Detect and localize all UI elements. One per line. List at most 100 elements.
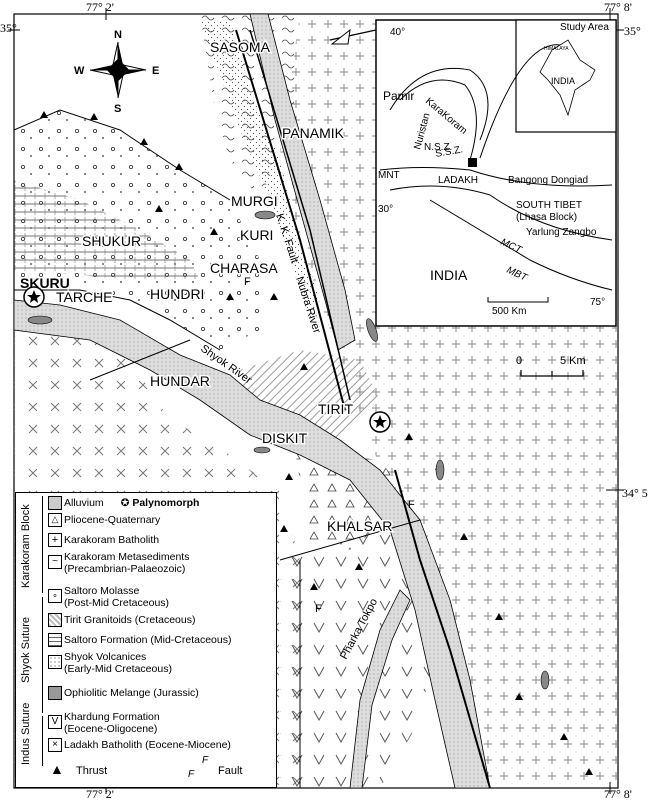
kk-fault-line	[235, 29, 346, 411]
legend-bracket	[42, 597, 43, 713]
thrust-marker	[210, 228, 218, 235]
map-scale-bar: 0 5 Km	[516, 355, 586, 377]
thrust-marker	[495, 613, 503, 620]
shyok-volcanics-unit	[200, 20, 320, 320]
thrust-marker	[175, 163, 183, 170]
place-hundri: HUNDRI	[150, 286, 204, 302]
inset-pamir-arc	[389, 67, 489, 141]
legend-swatch-saltoro-molasse: ∘	[48, 589, 62, 603]
legend-item-tirit: Tirit Granitoids (Cretaceous)	[64, 614, 196, 626]
palynomorph-symbol-skuru	[23, 286, 45, 308]
legend-swatch-saltoro-formation	[48, 633, 62, 647]
legend-fault-icon-2: F	[202, 755, 209, 766]
thrust-marker	[405, 433, 413, 440]
thrust-marker	[300, 363, 308, 370]
boundary-line	[14, 289, 221, 351]
compass-w: W	[74, 65, 85, 77]
legend-swatch-ophiolitic	[48, 686, 62, 700]
inset-bangong: Bangong Dongiad	[508, 175, 588, 186]
inset-lon75: 75°	[590, 297, 605, 308]
thrust-marker	[140, 138, 148, 145]
ophiolite-lens	[366, 318, 378, 342]
legend-sub-kk-metasediments: (Precambrian-Palaeozoic)	[64, 563, 186, 575]
legend-sub-saltoro-molasse: (Post-Mid Cretaceous)	[64, 597, 170, 609]
coord-bottom-left-lon: 77° 2'	[86, 787, 114, 800]
inset-study-area-box	[468, 158, 477, 167]
inset-himalaya: HIMALAYA	[544, 46, 569, 52]
inset-outline-arrow	[329, 29, 377, 41]
saltoro-formation-unit	[14, 180, 200, 280]
inset-ladakh: LADAKH	[438, 175, 478, 186]
inset-map: Study Area INDIA HIMALAYA Pamir KaraKora…	[329, 19, 617, 327]
inset-suture-line	[429, 199, 613, 291]
legend-label-alluvium: Alluvium	[64, 497, 104, 509]
thrust-marker	[515, 693, 523, 700]
legend-thrust: Thrust	[76, 765, 108, 777]
legend-item-ophiolitic: Ophiolitic Melange (Jurassic)	[64, 687, 199, 699]
place-tirit: TIRIT	[318, 401, 353, 417]
inset-india-big: INDIA	[430, 267, 468, 283]
palynomorph-symbol-tirit	[369, 411, 391, 433]
inset-lhasa: (Lhasa Block)	[516, 212, 577, 223]
thrust-marker	[90, 113, 98, 120]
legend-thrust-icon: ▲	[50, 761, 64, 777]
inset-suture-line	[389, 185, 613, 241]
legend-item-saltoro-formation: Saltoro Formation (Mid-Cretaceous)	[64, 634, 232, 646]
place-tarche: TARCHE	[56, 289, 113, 305]
khardung-formation-unit	[280, 520, 440, 788]
inset-study-arrow	[479, 44, 561, 159]
thrust-markers	[40, 111, 593, 775]
coord-top-left-lon: 77° 2'	[86, 0, 114, 14]
boundary-line	[279, 519, 421, 561]
ophiolite-lens	[253, 446, 271, 454]
thrust-marker	[310, 583, 318, 590]
thrust-marker	[560, 733, 568, 740]
thrust-marker	[40, 111, 48, 118]
legend-label-palynomorph: Palynomorph	[132, 497, 200, 509]
inset-south-tibet: SOUTH TIBET	[516, 200, 582, 211]
thrust-marker	[355, 563, 363, 570]
place-diskit: DISKIT	[262, 430, 308, 446]
legend-label-shyok-volcanics: Shyok Volcanices	[64, 651, 147, 663]
coord-bottom-right-lon: 77° 8'	[604, 787, 632, 800]
ophiolitic-lenses	[27, 210, 550, 690]
legend-swatch-shyok-volcanics	[48, 655, 62, 669]
thrust-marker	[460, 533, 468, 540]
place-sasoma: SASOMA	[210, 39, 271, 55]
palynomorph-icon: ✪	[120, 497, 130, 509]
inset-india-outline	[539, 39, 596, 117]
legend-group-indus: Indus Suture	[20, 702, 32, 765]
legend-item-alluvium: Alluvium ✪ Palynomorph	[64, 497, 199, 509]
inset-scale-label: 500 Km	[492, 306, 526, 317]
legend-swatch-kk-metasediments: ~	[48, 555, 62, 569]
scale-zero: 0	[516, 355, 522, 367]
boundary-line	[89, 339, 191, 381]
compass-s: S	[114, 103, 121, 115]
coord-top-right-lon: 77° 8'	[604, 0, 632, 14]
place-shukur: SHUKUR	[82, 233, 141, 249]
inset-nsz: N.S.Z.	[424, 142, 452, 153]
place-charasa: CHARASA	[210, 260, 278, 276]
inset-suture-line	[379, 167, 613, 187]
legend-label-saltoro-molasse: Saltoro Molasse	[64, 585, 140, 597]
inset-scale-bar	[487, 297, 549, 303]
inset-arrow-head	[330, 28, 351, 45]
legend-item-saltoro-molasse: Saltoro Molasse (Post-Mid Cretaceous)	[64, 585, 169, 609]
place-hundar: HUNDAR	[150, 373, 210, 389]
legend-label-khardung: Khardung Formation	[64, 711, 160, 723]
legend-swatch-tirit	[48, 613, 62, 627]
legend-item-kk-batholith: Karakoram Batholith	[64, 534, 160, 546]
map-legend: Karakoram Block Shyok Suture Indus Sutur…	[15, 492, 277, 788]
place-panamik: PANAMIK	[282, 125, 345, 141]
coord-top-right-lat: 35°	[624, 24, 641, 38]
legend-sub-shyok-volcanics: (Early-Mid Cretaceous)	[64, 663, 172, 675]
inset-india-small: INDIA	[551, 76, 575, 86]
thrust-marker	[226, 293, 234, 300]
compass-e: E	[152, 65, 159, 77]
legend-item-ladakh: Ladakh Batholith (Eocene-Miocene)	[64, 739, 231, 751]
place-kuri: KURI	[240, 227, 273, 243]
legend-fault: Fault	[218, 765, 243, 777]
inset-yarlung: Yarlung Zangbo	[526, 227, 597, 238]
coord-mid-right-lat: 34° 5'	[622, 486, 648, 500]
